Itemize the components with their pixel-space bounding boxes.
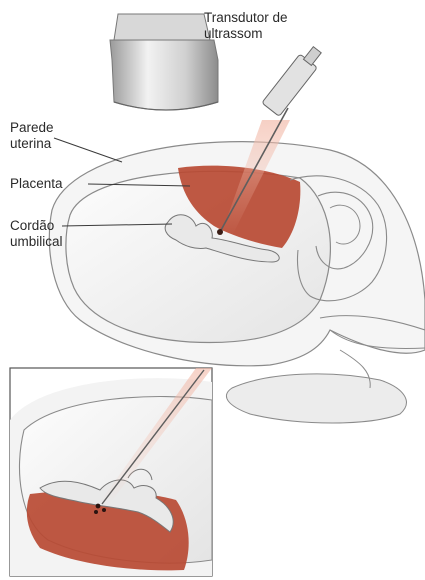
label-transducer-line1: Transdutor de [204, 10, 288, 26]
label-umbilical-cord-line1: Cordão [10, 218, 63, 234]
label-umbilical-cord-line2: umbilical [10, 234, 63, 250]
label-placenta-line1: Placenta [10, 176, 63, 192]
label-transducer-line2: ultrassom [204, 26, 288, 42]
label-umbilical-cord: Cordão umbilical [10, 218, 63, 250]
label-uterine-wall-line1: Parede [10, 120, 54, 136]
detail-inset [10, 368, 212, 576]
label-placenta: Placenta [10, 176, 63, 192]
label-uterine-wall: Parede uterina [10, 120, 54, 152]
label-transducer: Transdutor de ultrassom [204, 10, 288, 42]
ultrasound-transducer [110, 14, 218, 110]
label-uterine-wall-line2: uterina [10, 136, 54, 152]
